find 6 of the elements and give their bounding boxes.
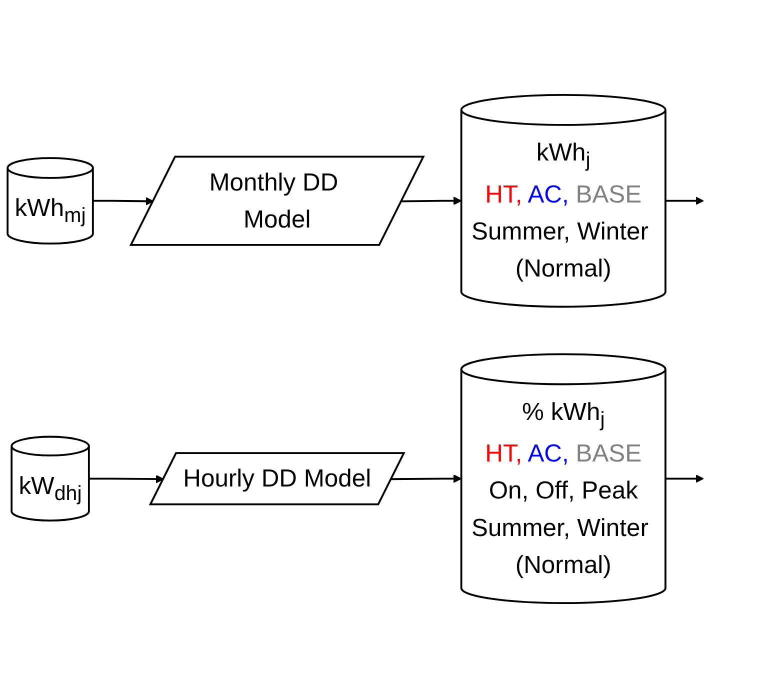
arrow <box>665 196 704 205</box>
arrow <box>88 474 164 484</box>
arrow <box>92 197 154 206</box>
arrow <box>402 196 462 205</box>
arrow <box>392 474 462 483</box>
arrow <box>665 474 704 483</box>
